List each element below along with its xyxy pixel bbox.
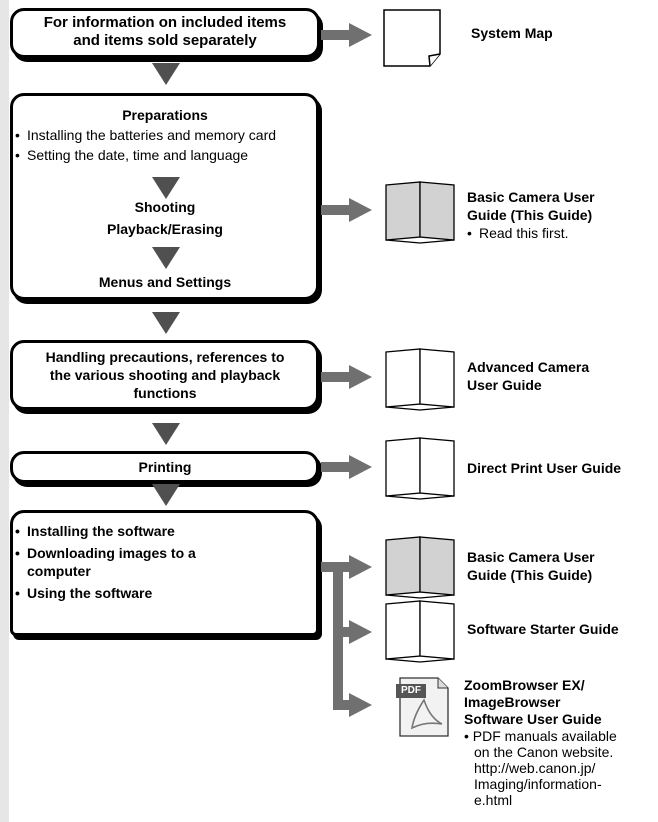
zoombrowser-note-text: PDF manuals available [472, 728, 617, 744]
box-included-items-line2: and items sold separately [73, 32, 257, 49]
advanced-guide-line2: User Guide [467, 377, 542, 393]
zoombrowser-note: • PDF manuals available on the Canon web… [464, 728, 654, 808]
zoombrowser-note-url: e.html [474, 792, 513, 808]
box-included-items-text: For information on included items and it… [12, 14, 318, 50]
book-icon-basic-2 [385, 536, 455, 599]
software-bullet: Using the software [15, 584, 315, 602]
right-arrow [321, 198, 372, 222]
software-bullet-continued: computer [27, 563, 91, 579]
box-printing [10, 451, 319, 483]
right-arrow [321, 455, 372, 479]
book-icon-direct-print [385, 437, 455, 500]
pdf-label: PDF [401, 685, 421, 696]
preparations-bullet: Setting the date, time and language [15, 147, 315, 164]
zoombrowser-line2: ImageBrowser [464, 694, 561, 710]
system-map-label: System Map [471, 25, 553, 41]
sidebar-strip [0, 0, 9, 822]
basic-guide-2-line2: Guide (This Guide) [467, 567, 593, 583]
zoombrowser-line3: Software User Guide [464, 711, 602, 727]
direct-print-guide-title: Direct Print User Guide [467, 460, 622, 476]
book-icon-basic [385, 181, 455, 244]
printing-title: Printing [138, 459, 192, 475]
down-triangle [152, 177, 180, 199]
system-map-sheet-icon [383, 9, 441, 67]
box-handling-precautions [10, 340, 319, 410]
zoombrowser-line1: ZoomBrowser EX/ [464, 677, 585, 693]
box-handling-precautions-text: Handling precautions, references to the … [12, 348, 318, 402]
menus-label: Menus and Settings [98, 274, 232, 290]
zoombrowser-note-url: Imaging/information- [474, 776, 602, 792]
advanced-guide-title: Advanced Camera User Guide [467, 358, 589, 394]
basic-guide-2-line1: Basic Camera User [467, 549, 595, 565]
zoombrowser-guide-title: ZoomBrowser EX/ ImageBrowser Software Us… [464, 677, 602, 728]
basic-guide-title: Basic Camera User Guide (This Guide) [467, 188, 595, 224]
basic-guide-line2: Guide (This Guide) [467, 207, 593, 223]
software-bullet: Downloading images to a [15, 544, 315, 562]
zoombrowser-note-line: • PDF manuals available [464, 728, 654, 744]
down-triangle [152, 423, 180, 445]
basic-guide-2-title: Basic Camera User Guide (This Guide) [467, 548, 595, 584]
software-bullets: Installing the software Downloading imag… [15, 522, 315, 602]
handling-line3: functions [133, 385, 197, 401]
shooting-label: Shooting [134, 199, 196, 215]
basic-guide-note-item: Read this first. [467, 225, 568, 242]
box-included-items [10, 8, 320, 58]
playback-label: Playback/Erasing [107, 221, 223, 237]
down-triangle [152, 63, 180, 85]
software-starter-guide-title: Software Starter Guide [467, 621, 619, 637]
bullet: • [464, 728, 473, 744]
software-bullet: Installing the software [15, 522, 315, 540]
basic-guide-note: Read this first. [467, 225, 568, 242]
preparations-bullets: Installing the batteries and memory card… [15, 127, 315, 164]
preparations-bullet: Installing the batteries and memory card [15, 127, 315, 144]
down-triangle [152, 247, 180, 269]
down-triangle [152, 312, 180, 334]
basic-guide-line1: Basic Camera User [467, 189, 595, 205]
advanced-guide-line1: Advanced Camera [467, 359, 590, 375]
pdf-document-icon [396, 677, 449, 737]
zoombrowser-note-url: http://web.canon.jp/ [474, 760, 596, 776]
book-icon-advanced [385, 348, 455, 411]
zoombrowser-note-line: on the Canon website. [474, 744, 614, 760]
preparations-title: Preparations [122, 107, 208, 123]
book-icon-software-starter [385, 600, 455, 663]
branch-connector [321, 555, 372, 717]
handling-line1: Handling precautions, references to [45, 349, 285, 365]
box-included-items-line1: For information on included items [43, 14, 287, 31]
right-arrow [321, 23, 372, 47]
right-arrow [321, 365, 372, 389]
handling-line2: the various shooting and playback [49, 367, 281, 383]
down-triangle [152, 484, 180, 506]
